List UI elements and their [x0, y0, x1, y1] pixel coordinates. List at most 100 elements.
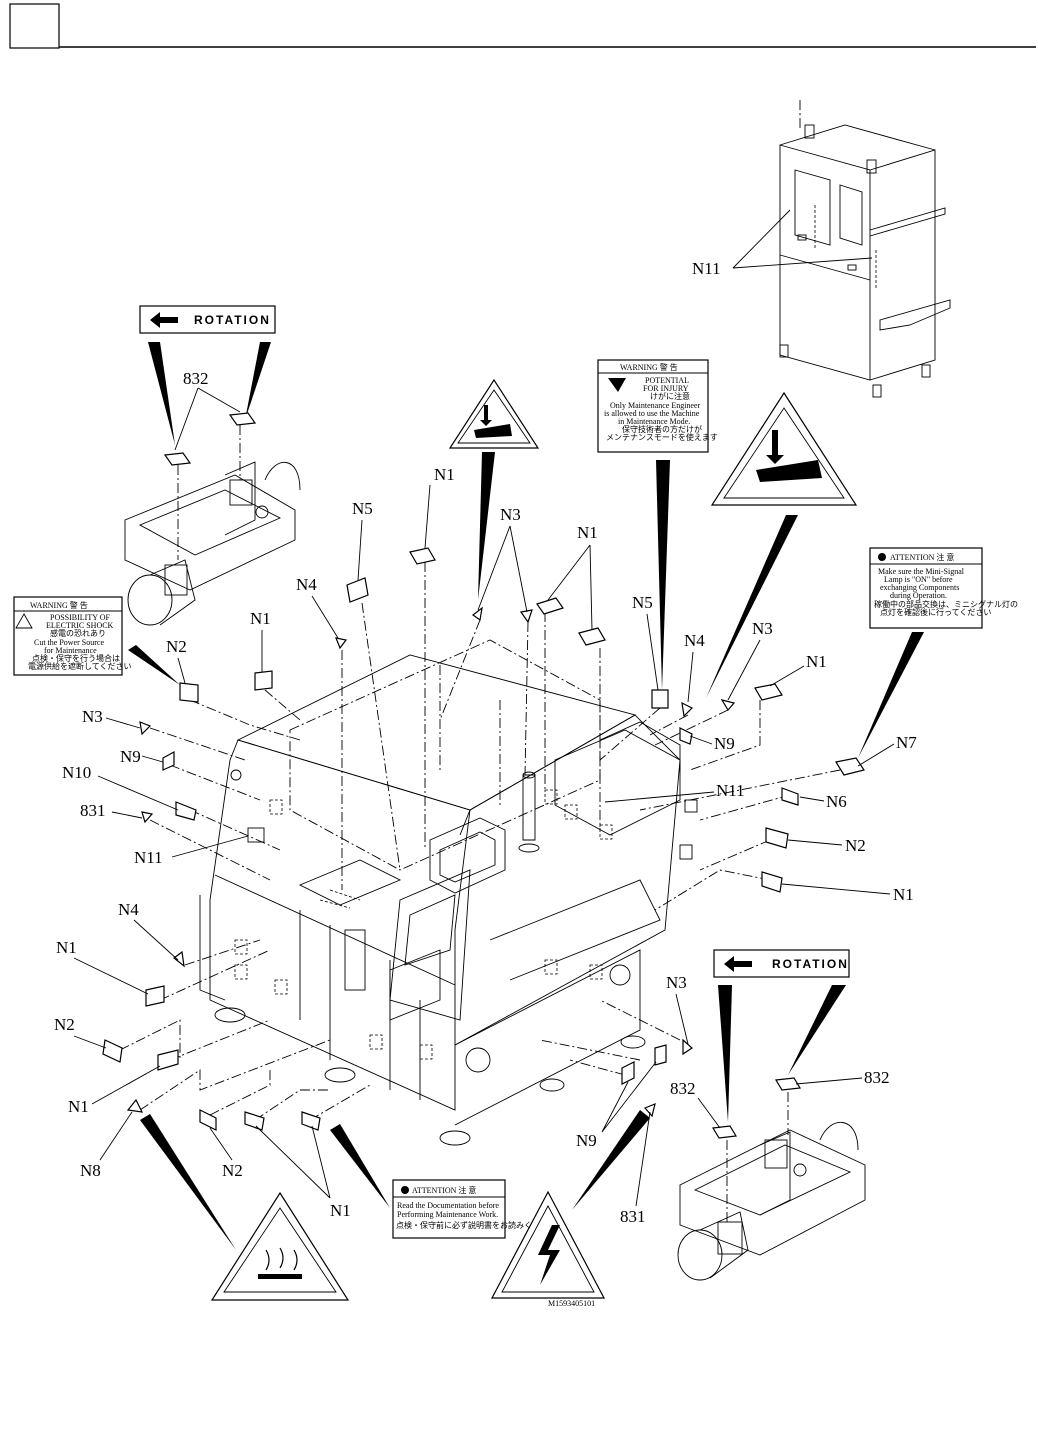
hand-icon	[474, 424, 512, 438]
electric-shock-icon	[15, 613, 33, 629]
svg-text:Cut the Power Source: Cut the Power Source	[34, 638, 104, 647]
svg-text:N7: N7	[896, 733, 917, 752]
plate-n1-bottom-a	[244, 1111, 265, 1131]
plate-n1-a	[536, 597, 564, 615]
plate-n4-top	[335, 637, 348, 650]
svg-text:N2: N2	[166, 637, 187, 656]
svg-text:Performing Maintenance Work.: Performing Maintenance Work.	[397, 1210, 498, 1219]
rotation-unit-top	[124, 425, 301, 626]
svg-text:831: 831	[620, 1207, 646, 1226]
svg-text:N1: N1	[68, 1097, 89, 1116]
svg-text:Only Maintenance Engineer: Only Maintenance Engineer	[610, 401, 701, 410]
pointer-electric-bottom	[572, 1110, 650, 1210]
plate-n7	[835, 757, 865, 776]
svg-text:832: 832	[864, 1068, 890, 1087]
svg-text:N11: N11	[134, 848, 163, 867]
svg-text:N10: N10	[62, 763, 91, 782]
svg-text:保守技術者の方だけが: 保守技術者の方だけが	[622, 424, 702, 434]
svg-text:点検・保守を行う場合は: 点検・保守を行う場合は	[32, 653, 120, 663]
svg-text:during Operation.: during Operation.	[890, 591, 947, 600]
plate-n3-a	[471, 606, 483, 622]
rotation-label-bottom: ROTATION	[713, 949, 850, 978]
plate-n2-left	[179, 682, 199, 703]
svg-text:Make sure the Mini-Signal: Make sure the Mini-Signal	[878, 567, 965, 576]
svg-text:WARNING 警 告: WARNING 警 告	[620, 362, 678, 372]
pointer-attention-doc	[330, 1124, 390, 1208]
svg-text:is allowed to use the Machine: is allowed to use the Machine	[604, 409, 700, 418]
part-832-a	[163, 452, 192, 466]
plate-832-d	[712, 1125, 737, 1139]
svg-text:Read the Documentation before: Read the Documentation before	[397, 1201, 499, 1210]
plate-n4-left	[173, 950, 185, 968]
plate-n2-right	[765, 827, 789, 849]
pointer-pinch-large	[706, 515, 798, 698]
svg-text:N3: N3	[666, 973, 687, 992]
plate-n5-left	[346, 577, 369, 603]
label-832-top: 832	[183, 369, 209, 388]
arrow-left-icon	[150, 312, 178, 328]
plate-n8	[126, 1098, 144, 1113]
warning-electric-shock-label: WARNING 警 告 POSSIBILITY OF ELECTRIC SHOC…	[13, 596, 132, 676]
svg-text:点灯を確認後に行ってください: 点灯を確認後に行ってください	[880, 607, 991, 617]
svg-text:N1: N1	[893, 885, 914, 904]
plate-n2-bottom	[199, 1109, 217, 1131]
svg-text:N4: N4	[684, 631, 705, 650]
plate-n3-left	[139, 721, 152, 736]
pointer-injury-label	[656, 460, 670, 690]
svg-text:N11: N11	[716, 781, 745, 800]
label-plates	[102, 547, 865, 1139]
pointer-rotation-top-a	[148, 342, 175, 445]
svg-text:N1: N1	[577, 523, 598, 542]
svg-text:メンテナンスモードを使えます: メンテナンスモードを使えます	[606, 432, 718, 442]
svg-text:ATTENTION 注 意: ATTENTION 注 意	[890, 552, 954, 562]
svg-text:N1: N1	[434, 465, 455, 484]
hand-hazard-icon	[608, 378, 626, 392]
rotation-text: ROTATION	[194, 313, 271, 327]
svg-text:N4: N4	[118, 900, 139, 919]
plate-n9-left	[162, 750, 175, 771]
svg-text:N2: N2	[54, 1015, 75, 1034]
svg-text:N3: N3	[82, 707, 103, 726]
svg-text:832: 832	[670, 1079, 696, 1098]
svg-text:POTENTIAL: POTENTIAL	[645, 376, 689, 385]
part-832-b	[228, 412, 257, 426]
hand-icon-large	[756, 460, 822, 482]
hot-surface-triangle	[210, 1191, 350, 1301]
plate-832-c	[775, 1077, 801, 1091]
drawing-number: M1593405101	[548, 1299, 595, 1308]
svg-text:N5: N5	[352, 499, 373, 518]
svg-text:点検・保守前に必ず説明書をお読みください: 点検・保守前に必ず説明書をお読みください	[396, 1220, 556, 1230]
svg-text:感電の恐れあり: 感電の恐れあり	[50, 628, 106, 638]
callouts: N1 N5 N3 N1 N4 N1 N2 N5 N4 N3 N1 N3 N9 N…	[54, 465, 917, 1226]
warning-pinch-triangle-large	[710, 391, 858, 506]
svg-text:電源供給を遮断してください: 電源供給を遮断してください	[28, 661, 132, 671]
warning-pinch-triangle-small	[448, 378, 540, 449]
svg-text:N3: N3	[500, 505, 521, 524]
arrow-left-icon-bottom	[724, 956, 752, 972]
svg-text:ELECTRIC SHOCK: ELECTRIC SHOCK	[46, 621, 114, 630]
main-machine	[199, 639, 698, 1146]
plate-n3-bottom	[682, 1038, 693, 1056]
plate-n9-b	[621, 1061, 635, 1085]
pointer-rotation-top-b	[245, 342, 271, 420]
attention-documentation-label: ATTENTION 注 意 Read the Documentation bef…	[392, 1179, 556, 1239]
svg-text:for Maintenance: for Maintenance	[44, 646, 97, 655]
svg-text:WARNING 警 告: WARNING 警 告	[30, 600, 88, 610]
plate-n2-left-low	[102, 1039, 123, 1063]
label-n11-top: N11	[692, 259, 721, 278]
attention-signal-lamp-label: ATTENTION 注 意 Make sure the Mini-Signal …	[869, 547, 1018, 629]
plate-n1-right-low	[761, 871, 783, 893]
plate-n1-bottom-b	[301, 1111, 321, 1131]
svg-text:N3: N3	[752, 619, 773, 638]
svg-text:FOR INJURY: FOR INJURY	[643, 384, 689, 393]
svg-text:N2: N2	[222, 1161, 243, 1180]
leader-n11-top	[732, 209, 873, 269]
rotation-text-bottom: ROTATION	[772, 957, 849, 971]
reference-machine	[779, 100, 951, 398]
svg-text:N1: N1	[56, 938, 77, 957]
svg-text:N9: N9	[120, 747, 141, 766]
plate-n3-right	[720, 699, 736, 712]
plate-n1-left	[254, 670, 273, 691]
